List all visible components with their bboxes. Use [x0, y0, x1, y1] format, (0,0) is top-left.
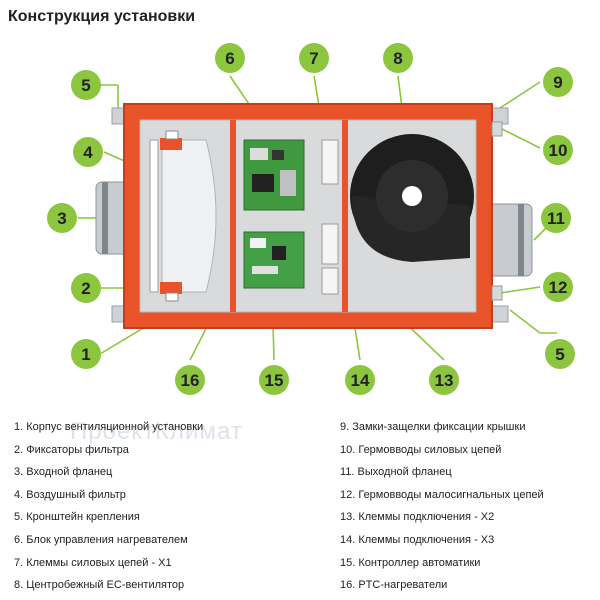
- svg-text:4: 4: [83, 143, 93, 162]
- svg-text:5: 5: [555, 345, 564, 364]
- marker-15: 15: [259, 365, 289, 395]
- svg-text:1: 1: [81, 345, 90, 364]
- legend-item: 7. Клеммы силовых цепей - X1: [14, 556, 172, 569]
- svg-text:9: 9: [553, 73, 562, 92]
- svg-text:15: 15: [265, 371, 284, 390]
- marker-1: 1: [71, 339, 101, 369]
- svg-text:6: 6: [225, 49, 234, 68]
- terminal-blocks: [321, 139, 339, 295]
- svg-text:16: 16: [181, 371, 200, 390]
- legend-left: 1. Корпус вентиляционной установки 2. Фи…: [14, 416, 203, 597]
- air-filter: [149, 130, 217, 302]
- legend-item: 8. Центробежный ЕС-вентилятор: [14, 579, 185, 592]
- page-title: Конструкция установки: [8, 8, 196, 25]
- unit-diagram: 1 2 3 4 5 5 6 7 8 9 10 11 12 13 14 15 16: [47, 43, 575, 395]
- svg-text:14: 14: [351, 371, 370, 390]
- marker-2: 2: [71, 273, 101, 303]
- svg-text:13: 13: [435, 371, 454, 390]
- marker-6: 6: [215, 43, 245, 73]
- legend-item: 16. PTC-нагреватели: [340, 579, 448, 592]
- svg-text:11: 11: [547, 209, 565, 228]
- marker-13: 13: [429, 365, 459, 395]
- centrifugal-fan: [350, 134, 474, 262]
- svg-text:10: 10: [549, 141, 568, 160]
- marker-16: 16: [175, 365, 205, 395]
- legend-right: 9. Замки-защелки фиксации крышки 10. Гер…: [340, 416, 544, 597]
- legend-item: 5. Кронштейн крепления: [14, 511, 140, 524]
- legend-item: 10. Гермовводы силовых цепей: [340, 443, 502, 456]
- svg-text:2: 2: [81, 279, 90, 298]
- heater-control-block: [243, 139, 305, 211]
- marker-3: 3: [47, 203, 77, 233]
- legend-item: 2. Фиксаторы фильтра: [14, 443, 129, 456]
- legend-item: 3. Входной фланец: [14, 466, 113, 479]
- legend-item: 15. Контроллер автоматики: [340, 556, 481, 569]
- marker-8: 8: [383, 43, 413, 73]
- svg-text:5: 5: [81, 76, 90, 95]
- watermark: ПроектКлимат: [70, 418, 243, 445]
- svg-text:7: 7: [309, 49, 318, 68]
- marker-5-top: 5: [71, 70, 101, 100]
- legend-item: 12. Гермовводы малосигнальных цепей: [340, 488, 544, 501]
- automation-controller: [243, 231, 305, 289]
- marker-9: 9: [543, 67, 573, 97]
- marker-7: 7: [299, 43, 329, 73]
- legend-item: 1. Корпус вентиляционной установки: [14, 421, 204, 433]
- svg-text:3: 3: [57, 209, 66, 228]
- legend-item: 11. Выходной фланец: [340, 466, 452, 479]
- svg-text:8: 8: [393, 49, 402, 68]
- cable-glands: [491, 121, 503, 301]
- svg-text:12: 12: [549, 278, 568, 297]
- legend-item: 14. Клеммы подключения - Х3: [340, 533, 495, 546]
- marker-5-bottom: 5: [545, 339, 575, 369]
- outlet-flange: [487, 203, 533, 277]
- marker-11: 11: [541, 203, 571, 233]
- legend-item: 4. Воздушный фильтр: [14, 488, 126, 501]
- legend-item: 9. Замки-защелки фиксации крышки: [340, 421, 526, 433]
- marker-4: 4: [73, 137, 103, 167]
- marker-10: 10: [543, 135, 573, 165]
- marker-12: 12: [543, 272, 573, 302]
- legend-item: 13. Клеммы подключения - Х2: [340, 511, 495, 524]
- marker-14: 14: [345, 365, 375, 395]
- legend-item: 6. Блок управления нагревателем: [14, 533, 188, 546]
